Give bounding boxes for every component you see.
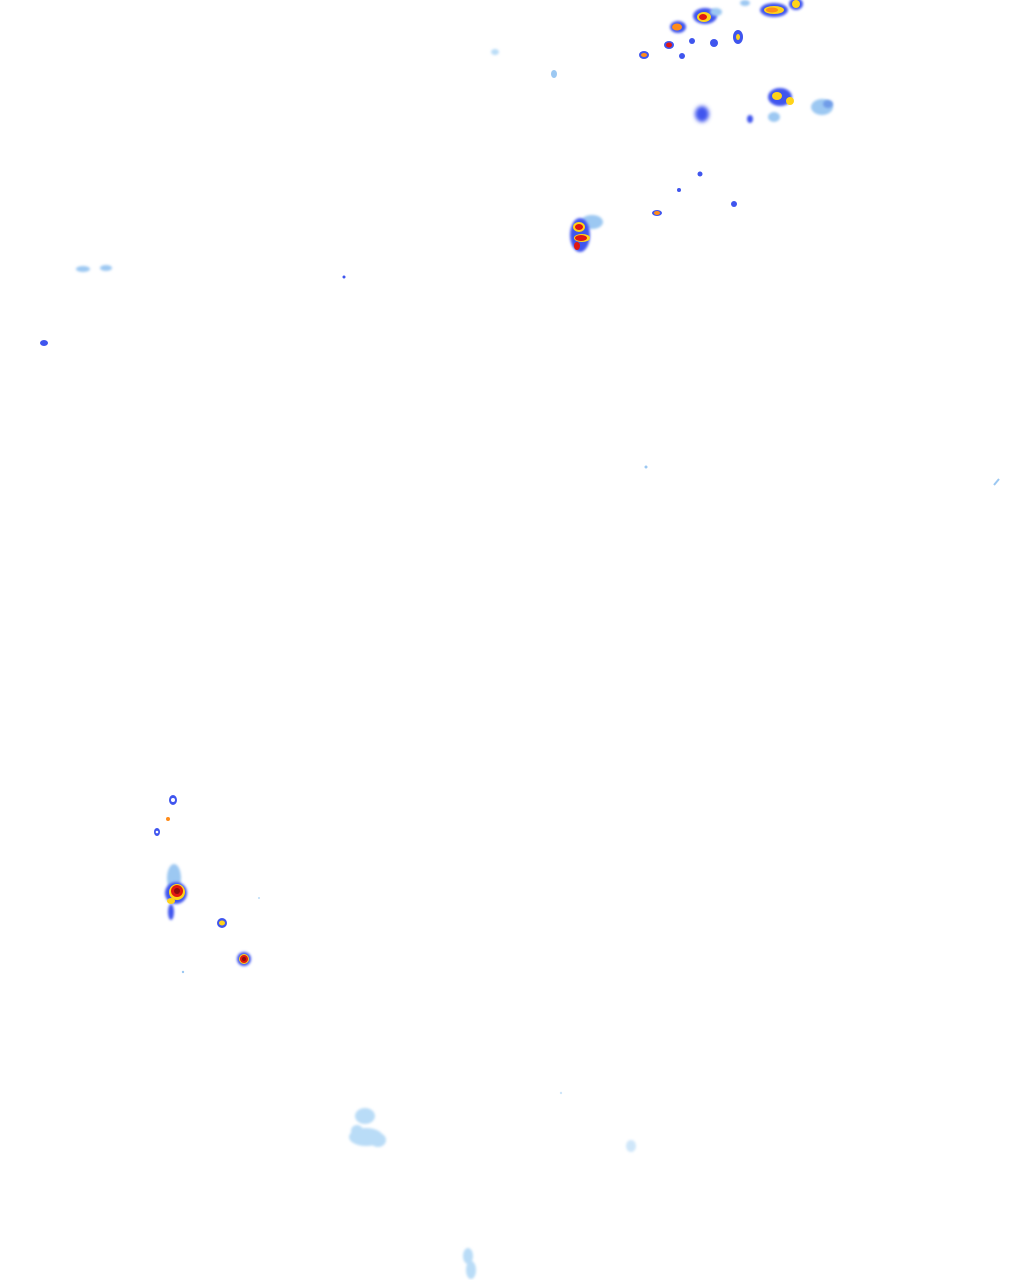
- precip-cell: [731, 201, 737, 207]
- precip-cell: [570, 218, 590, 252]
- precip-cell: [733, 30, 743, 44]
- precip-cell: [823, 100, 833, 108]
- precip-cell: [670, 21, 686, 33]
- south-light-precipitation: [349, 1091, 636, 1279]
- southwest-storm-cluster: [154, 795, 260, 974]
- precip-cell: [652, 210, 662, 216]
- precip-cell: [237, 952, 251, 966]
- precip-cell: [100, 265, 112, 271]
- precip-cell: [40, 340, 48, 346]
- precip-cell: [993, 478, 1000, 486]
- precip-cell: [679, 53, 685, 59]
- precip-cell: [551, 70, 557, 78]
- precip-cell: [740, 0, 750, 6]
- precip-cell: [768, 88, 794, 106]
- precip-cell: [689, 38, 695, 44]
- precip-cell: [154, 828, 160, 836]
- precip-cell: [76, 266, 90, 272]
- precip-area: [559, 1091, 563, 1095]
- precip-cell: [677, 188, 681, 192]
- precip-cell: [695, 106, 709, 122]
- precip-cell: [181, 970, 185, 974]
- precip-cell: [639, 51, 649, 59]
- west-isolated-echoes: [40, 265, 1000, 486]
- precip-cell: [664, 41, 674, 49]
- precip-cell: [258, 897, 260, 899]
- precip-cell: [217, 918, 227, 928]
- precip-cell: [768, 112, 780, 122]
- precip-cell: [644, 465, 648, 469]
- precip-cell: [166, 817, 170, 821]
- central-north-cell-complex: [570, 171, 737, 252]
- precip-cell: [760, 3, 788, 17]
- precip-area: [349, 1108, 386, 1147]
- precip-cell: [491, 49, 499, 55]
- precip-cell: [710, 8, 722, 16]
- precip-cell: [342, 275, 346, 279]
- precip-cell: [789, 0, 803, 10]
- precip-cell: [710, 39, 718, 47]
- precip-area: [626, 1140, 636, 1152]
- precip-cell: [165, 864, 187, 920]
- precip-area: [463, 1248, 476, 1279]
- precip-cell: [747, 115, 753, 123]
- precip-cell: [697, 171, 703, 177]
- northeast-storm-cluster: [491, 0, 833, 123]
- precip-cell: [169, 795, 177, 805]
